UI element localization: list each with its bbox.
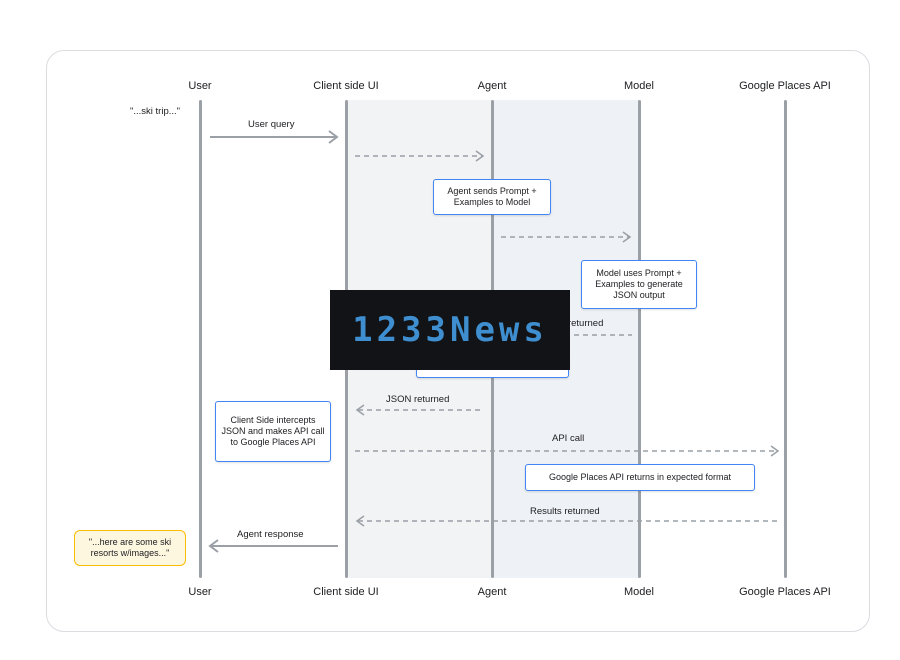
label-agent-response: Agent response xyxy=(237,529,304,540)
arrowhead-user-query xyxy=(328,130,339,144)
actor-model-top: Model xyxy=(624,80,654,92)
label-api-call: API call xyxy=(552,433,585,444)
actor-places-api-top: Google Places API xyxy=(739,80,831,92)
actor-user-bottom: User xyxy=(188,586,212,598)
label-results-returned: Results returned xyxy=(530,506,600,517)
arrowhead-agent-to-model xyxy=(622,231,632,243)
user-query-quote: "...ski trip..." xyxy=(130,106,181,117)
box-places-returns: Google Places API returns in expected fo… xyxy=(525,464,755,491)
box-agent-sends-prompt: Agent sends Prompt + Examples to Model xyxy=(433,179,551,215)
arrowhead-api-call xyxy=(770,445,780,457)
label-user-query: User query xyxy=(248,119,295,130)
watermark-text: 1233News xyxy=(352,310,548,350)
arrowhead-results-returned xyxy=(355,515,365,527)
box-client-side-intercepts: Client Side intercepts JSON and makes AP… xyxy=(215,401,331,462)
label-json-returned-model: JSON returned xyxy=(540,318,604,329)
actor-user-top: User xyxy=(188,80,212,92)
arrowhead-client-to-agent xyxy=(475,150,485,162)
actor-client-ui-top: Client side UI xyxy=(313,80,379,92)
actor-agent-top: Agent xyxy=(477,80,507,92)
actor-places-api-bottom: Google Places API xyxy=(739,586,831,598)
arrowhead-agent-response xyxy=(208,539,219,553)
label-json-returned-agent: JSON returned xyxy=(386,394,450,405)
arrowhead-agent-to-client xyxy=(355,404,365,416)
actor-client-ui-bottom: Client side UI xyxy=(313,586,379,598)
box-model-uses-prompt: Model uses Prompt + Examples to generate… xyxy=(581,260,697,309)
actor-agent-bottom: Agent xyxy=(477,586,507,598)
lifeline-user xyxy=(199,100,202,578)
lifeline-places-api xyxy=(784,100,787,578)
watermark-logo: 1233News xyxy=(330,290,570,370)
actor-model-bottom: Model xyxy=(624,586,654,598)
lifeline-model xyxy=(638,100,641,578)
response-note: "...here are some ski resorts w/images..… xyxy=(74,530,186,566)
